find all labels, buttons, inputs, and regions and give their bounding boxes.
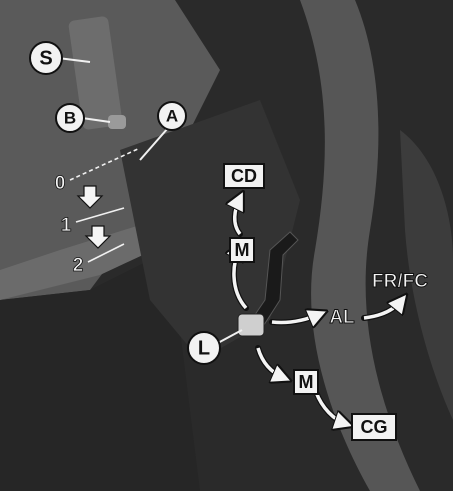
svg-text:CD: CD: [231, 166, 257, 186]
label-m-upper: M: [230, 238, 254, 262]
svg-text:A: A: [166, 106, 178, 125]
position-2-label: 2: [73, 255, 84, 276]
label-cg: CG: [352, 414, 396, 440]
position-0-label: 0: [55, 173, 66, 194]
svg-text:M: M: [235, 240, 250, 260]
label-m-lower: M: [294, 370, 318, 394]
label-l: L: [188, 332, 220, 364]
svg-text:B: B: [64, 108, 76, 127]
label-a: A: [158, 102, 186, 130]
position-1-label: 1: [61, 215, 72, 236]
svg-text:M: M: [299, 372, 314, 392]
label-b: B: [56, 104, 84, 132]
label-fr-fc: FR/FC: [372, 271, 428, 292]
label-cd: CD: [224, 164, 264, 188]
svg-text:L: L: [198, 337, 210, 359]
knob-b: [108, 115, 126, 129]
stalk-tip: [238, 314, 264, 336]
svg-text:CG: CG: [361, 417, 388, 437]
label-al: AL: [329, 307, 355, 328]
svg-text:AL: AL: [329, 307, 355, 328]
svg-text:S: S: [39, 47, 52, 69]
label-s: S: [30, 42, 62, 74]
svg-text:FR/FC: FR/FC: [372, 271, 428, 292]
